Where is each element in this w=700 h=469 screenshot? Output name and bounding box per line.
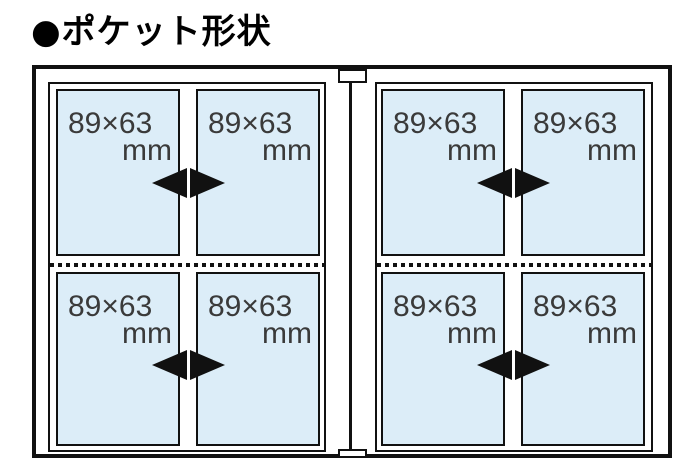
pocket-size-label: 89×63 mm [533, 290, 637, 349]
pocket-size-value: 89×63 [393, 290, 478, 323]
arrow-right-icon [190, 350, 225, 380]
perforation-line-right-page [377, 263, 651, 267]
insert-direction-arrows [152, 350, 225, 380]
perforation-line-left-page [50, 263, 324, 267]
pocket-size-value: 89×63 [68, 107, 153, 140]
arrow-right-icon [190, 168, 225, 198]
pocket-size-unit: mm [447, 317, 497, 350]
center-spine-line [349, 82, 352, 452]
pocket-size-label: 89×63 mm [393, 290, 497, 349]
insert-direction-arrows [477, 168, 550, 198]
pocket-size-unit: mm [587, 134, 637, 167]
pocket-size-value: 89×63 [68, 290, 153, 323]
arrow-left-icon [477, 168, 512, 198]
pocket-size-label: 89×63 mm [68, 107, 172, 166]
pocket-size-label: 89×63 mm [208, 107, 312, 166]
pocket-size-label: 89×63 mm [533, 107, 637, 166]
pocket-size-unit: mm [262, 317, 312, 350]
page-title: ●ポケット形状 [31, 12, 272, 52]
arrow-right-icon [515, 168, 550, 198]
pocket-size-value: 89×63 [208, 290, 293, 323]
spine-bottom-tab [338, 449, 367, 458]
arrow-left-icon [152, 350, 187, 380]
arrow-left-icon [152, 168, 187, 198]
pocket-size-value: 89×63 [533, 107, 618, 140]
pocket-size-value: 89×63 [533, 290, 618, 323]
insert-direction-arrows [152, 168, 225, 198]
spine-top-tab [338, 69, 367, 83]
pocket-size-unit: mm [447, 134, 497, 167]
arrow-right-icon [515, 350, 550, 380]
pocket-size-label: 89×63 mm [393, 107, 497, 166]
pocket-size-label: 89×63 mm [208, 290, 312, 349]
pocket-size-unit: mm [122, 317, 172, 350]
pocket-size-label: 89×63 mm [68, 290, 172, 349]
pocket-size-value: 89×63 [208, 107, 293, 140]
pocket-size-unit: mm [262, 134, 312, 167]
arrow-left-icon [477, 350, 512, 380]
pocket-size-unit: mm [587, 317, 637, 350]
pocket-size-unit: mm [122, 134, 172, 167]
pocket-size-value: 89×63 [393, 107, 478, 140]
insert-direction-arrows [477, 350, 550, 380]
